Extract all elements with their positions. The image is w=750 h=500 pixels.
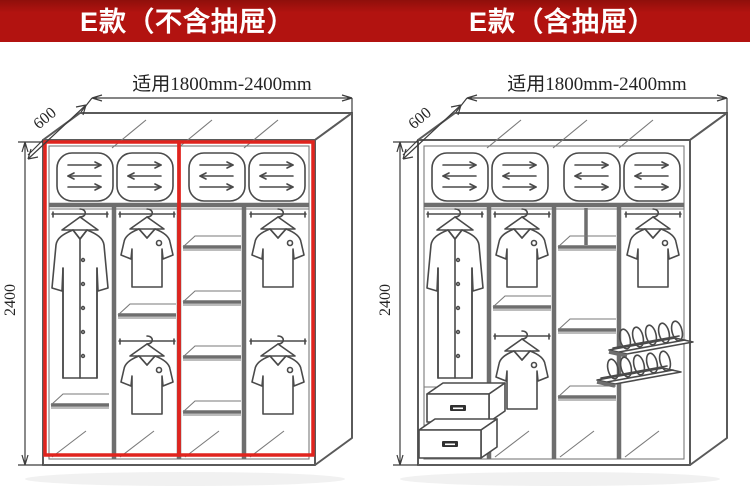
sliding-door-frame-right: [177, 140, 315, 457]
column-1-long-hanging: [49, 208, 111, 458]
column-3-shelves: [556, 208, 618, 458]
floor-shadow: [400, 472, 720, 486]
height-dimension: 2400: [377, 141, 418, 466]
width-label: 适用1800mm-2400mm: [132, 73, 312, 95]
header-title-with-drawers: E款（含抽屉）: [468, 7, 656, 37]
column-1-long-hanging-drawers: [418, 208, 506, 459]
cabinet-side-face: [689, 112, 728, 466]
header-title-no-drawers: E款（不含抽屉）: [79, 7, 295, 37]
column-3-shelves: [181, 234, 243, 458]
floor-shadow: [25, 472, 345, 486]
comforter-roll: [116, 152, 174, 202]
width-dimension: 适用1800mm-2400mm: [80, 73, 353, 113]
width-label: 适用1800mm-2400mm: [507, 73, 687, 95]
comforter-roll: [431, 152, 489, 202]
comforter-roll: [491, 152, 549, 202]
drawer: [426, 382, 506, 423]
cabinet-side-face: [314, 112, 353, 466]
header-banner: E款（不含抽屉） E款（含抽屉）: [0, 0, 750, 42]
column-4-short-hanging-racks: [595, 208, 695, 458]
depth-label: 600: [30, 104, 59, 132]
column-2-short-hanging: [491, 208, 553, 458]
comforter-roll: [56, 152, 114, 202]
comforter-roll: [563, 152, 621, 202]
wardrobe-diagram-without-drawers: 适用1800mm-2400mm 600 2400: [2, 73, 353, 486]
depth-label: 600: [405, 104, 434, 132]
comforter-roll: [188, 152, 246, 202]
drawer: [418, 418, 498, 459]
cabinet-top-face: [42, 112, 353, 141]
comforter-roll: [248, 152, 306, 202]
height-dimension: 2400: [2, 141, 43, 466]
column-2-short-hanging: [116, 208, 178, 458]
height-label: 2400: [377, 284, 394, 316]
sliding-door-highlight: [43, 140, 315, 457]
diagram-area: 适用1800mm-2400mm 600 2400: [0, 42, 750, 500]
width-dimension: 适用1800mm-2400mm: [455, 73, 728, 113]
cabinet-top-face: [417, 112, 728, 141]
comforter-roll: [623, 152, 681, 202]
height-label: 2400: [2, 284, 19, 316]
column-4-short-hanging: [249, 208, 307, 458]
wardrobe-diagram-with-drawers: 适用1800mm-2400mm 600 2400: [377, 73, 728, 486]
